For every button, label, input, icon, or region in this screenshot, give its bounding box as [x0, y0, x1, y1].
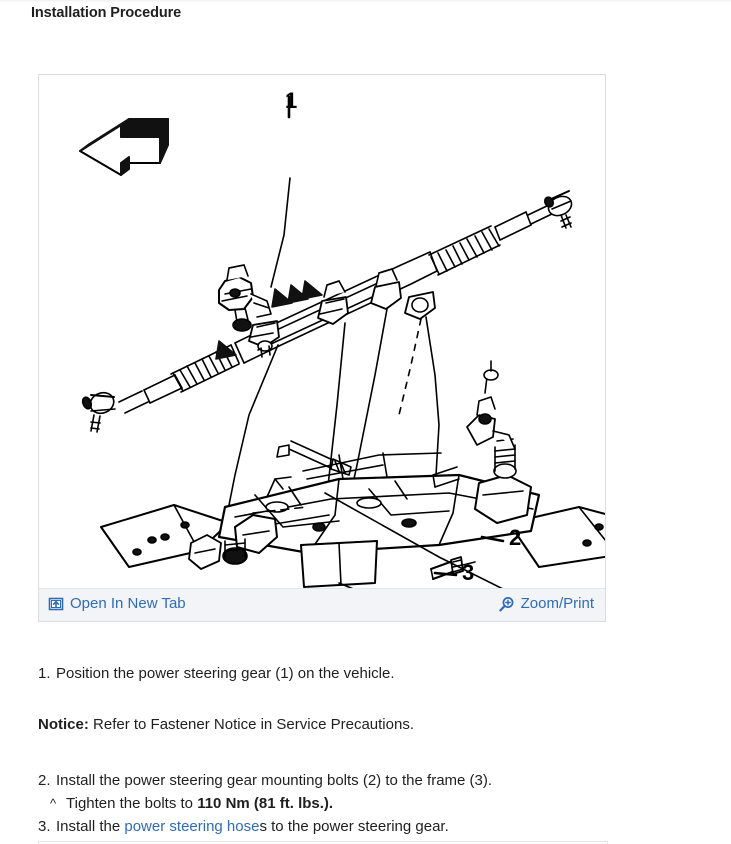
step-3-number: 3.: [38, 818, 51, 835]
step-2-number: 2.: [38, 772, 51, 789]
open-in-new-tab-icon: [48, 596, 64, 612]
magnifier-plus-icon: [498, 596, 515, 613]
next-figure-panel-edge: [38, 841, 608, 844]
step-3: 3. Install the power steering hoses to th…: [38, 816, 449, 838]
step-2-substep: ^ Tighten the bolts to 110 Nm (81 ft. lbs…: [50, 793, 333, 815]
torque-value: 110 Nm (81 ft. lbs.).: [197, 795, 334, 812]
step-1: 1. Position the power steering gear (1) o…: [38, 663, 395, 685]
page-title: Installation Procedure: [31, 5, 182, 21]
open-in-new-tab-button[interactable]: Open In New Tab: [48, 594, 186, 614]
zoom-print-label: Zoom/Print: [520, 595, 594, 612]
step-1-text: Position the power steering gear (1) on …: [56, 665, 395, 682]
notice-label: Notice:: [38, 716, 89, 733]
notice-text: Refer to Fastener Notice in Service Prec…: [93, 716, 414, 733]
notice-line: Notice: Refer to Fastener Notice in Serv…: [38, 714, 414, 736]
callout-label-2: 2: [509, 525, 521, 550]
open-in-new-tab-label: Open In New Tab: [70, 595, 186, 612]
step-2: 2. Install the power steering gear mounti…: [38, 770, 492, 792]
direction-arrow-icon: [79, 118, 169, 176]
step-3-prefix: Install the: [56, 818, 125, 835]
step-2-text: Install the power steering gear mounting…: [56, 772, 493, 789]
page-top-rule: [0, 0, 731, 2]
power-steering-hose-link[interactable]: power steering hose: [124, 818, 260, 835]
zoom-print-button[interactable]: Zoom/Print: [498, 594, 594, 614]
substep-bullet: ^: [50, 796, 57, 811]
figure-panel: 1 2 3 Open In New Tab: [38, 74, 606, 622]
callout-label-3: 3: [462, 560, 474, 585]
substep-prefix: Tighten the bolts to: [66, 795, 198, 812]
callout-label-1: 1: [285, 88, 297, 113]
figure-image[interactable]: 1 2 3: [39, 75, 605, 588]
step-1-number: 1.: [38, 665, 51, 682]
figure-toolbar: Open In New Tab Zoom/Print: [39, 588, 605, 621]
step-3-suffix: s to the power steering gear.: [259, 818, 449, 835]
